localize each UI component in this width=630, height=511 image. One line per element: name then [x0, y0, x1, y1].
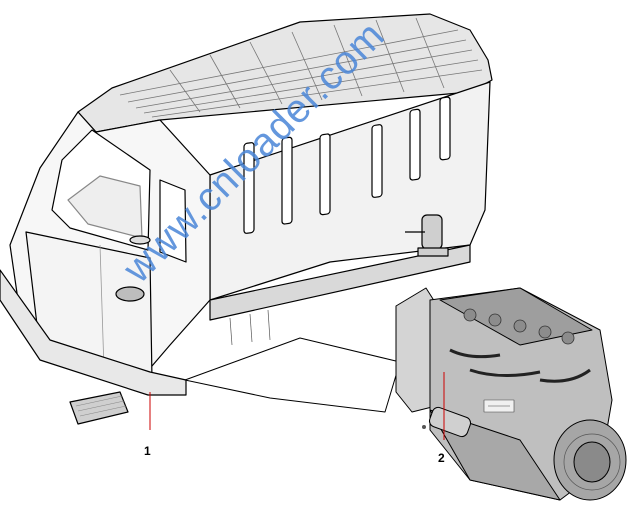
engine-filter [428, 406, 472, 438]
cab-step [69, 391, 129, 425]
callout-label-cab: 1 [144, 444, 151, 458]
cab-interior [67, 175, 143, 239]
side-door-window [159, 179, 187, 263]
roof-ribs [119, 17, 483, 118]
cab-chassis [209, 244, 471, 321]
side-window-slots [243, 96, 451, 234]
door-handle [115, 286, 145, 302]
cab-floor [184, 337, 401, 413]
engine-valve-cover [439, 287, 593, 346]
cab-drawing [0, 13, 493, 425]
callout-label-engine: 2 [438, 451, 445, 465]
engine-drawing [395, 287, 627, 501]
cab-bumper [0, 269, 187, 396]
cab-suspension [405, 214, 449, 257]
